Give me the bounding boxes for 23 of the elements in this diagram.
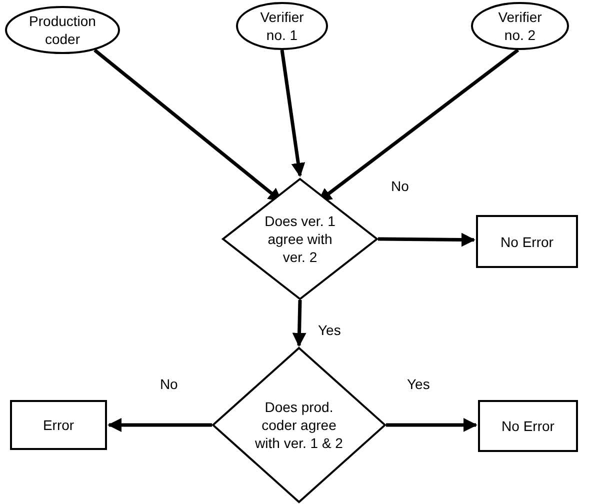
decision-diamond	[222, 178, 378, 300]
node-text: Verifier no. 1	[259, 8, 305, 44]
arrow	[280, 50, 306, 177]
node-text: Verifier no. 2	[497, 8, 543, 44]
node-text: Error	[42, 416, 76, 434]
node-text: Does prod. coder agree with ver. 1 & 2	[254, 398, 344, 452]
node-text: Production coder	[28, 12, 97, 48]
edge-label: No	[158, 376, 179, 392]
arrow	[108, 418, 212, 432]
decision-diamond	[212, 347, 386, 503]
arrow	[386, 418, 478, 432]
edge-label: Yes	[317, 322, 342, 338]
arrow	[292, 300, 306, 347]
node-text: Does ver. 1 agree with ver. 2	[264, 212, 336, 266]
arrow	[378, 232, 476, 247]
ellipse-node	[471, 2, 569, 50]
process-box	[478, 400, 578, 452]
node-text: No Error	[500, 232, 554, 250]
ellipse-node	[236, 2, 328, 50]
process-box	[476, 215, 578, 268]
ellipse-node	[5, 6, 120, 54]
process-box	[10, 400, 107, 450]
node-text: No Error	[500, 417, 556, 435]
